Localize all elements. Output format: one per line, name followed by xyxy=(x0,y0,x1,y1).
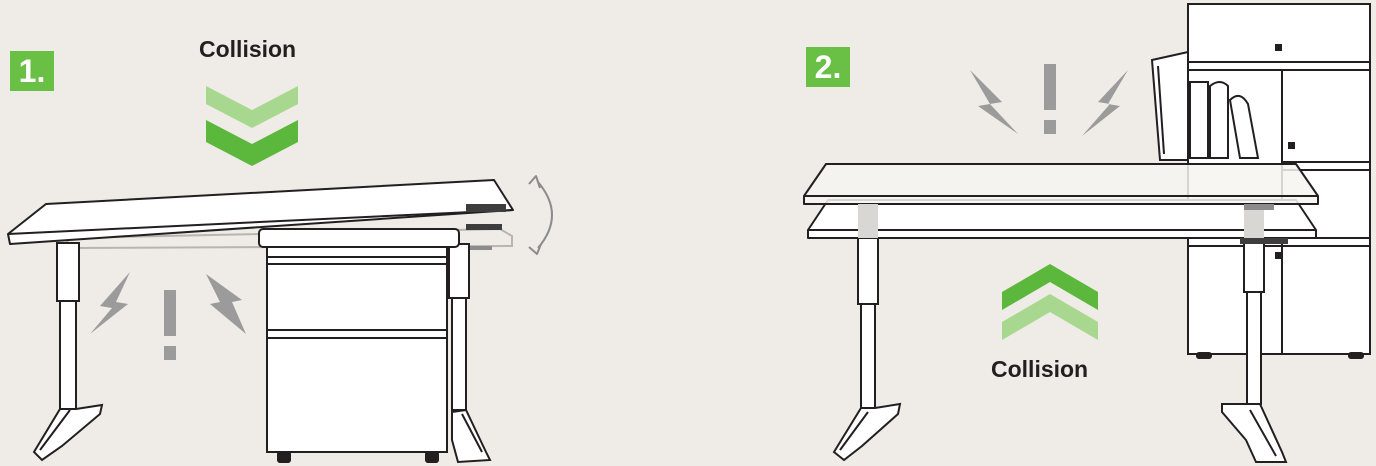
panel-2-scene xyxy=(803,3,1371,463)
ghost-motor-shadow xyxy=(466,246,492,250)
ghost-motor-2 xyxy=(1244,204,1274,210)
curved-double-arrow-icon xyxy=(528,175,553,255)
collision-label-1: Collision xyxy=(199,36,297,62)
double-chevron-up-icon xyxy=(1002,264,1098,340)
tilted-motor-bracket xyxy=(466,204,506,212)
double-chevron-down-icon xyxy=(206,86,298,166)
step-badge-1: 1. xyxy=(10,51,54,91)
ghost-leg-right xyxy=(1244,204,1264,238)
shelf-knob-1 xyxy=(1275,44,1282,51)
tilted-desktop xyxy=(7,179,514,245)
ghost-raised-desktop xyxy=(803,163,1319,205)
drawer-pedestal xyxy=(258,228,460,453)
step-badge-2: 2. xyxy=(806,47,850,87)
lightning-warning-icon xyxy=(90,272,246,360)
desktop-lower xyxy=(807,199,1317,239)
lightning-warning-icon-2 xyxy=(970,64,1128,136)
collision-label-2: Collision xyxy=(991,356,1089,382)
left-leg-2 xyxy=(832,207,902,462)
cabinet-foot-right xyxy=(1348,352,1364,359)
shelf-knob-2 xyxy=(1288,142,1295,149)
left-leg-1 xyxy=(32,242,104,462)
caster-left xyxy=(277,451,291,463)
shelf-knob-3 xyxy=(1275,252,1282,259)
motor-bracket-2 xyxy=(1240,238,1288,244)
ghost-leg-left xyxy=(858,204,878,238)
cabinet-foot-left xyxy=(1196,352,1212,359)
caster-right xyxy=(425,451,439,463)
ghost-motor-bracket xyxy=(466,224,502,230)
right-leg-1 xyxy=(448,243,492,464)
panel-1-scene xyxy=(7,86,553,464)
